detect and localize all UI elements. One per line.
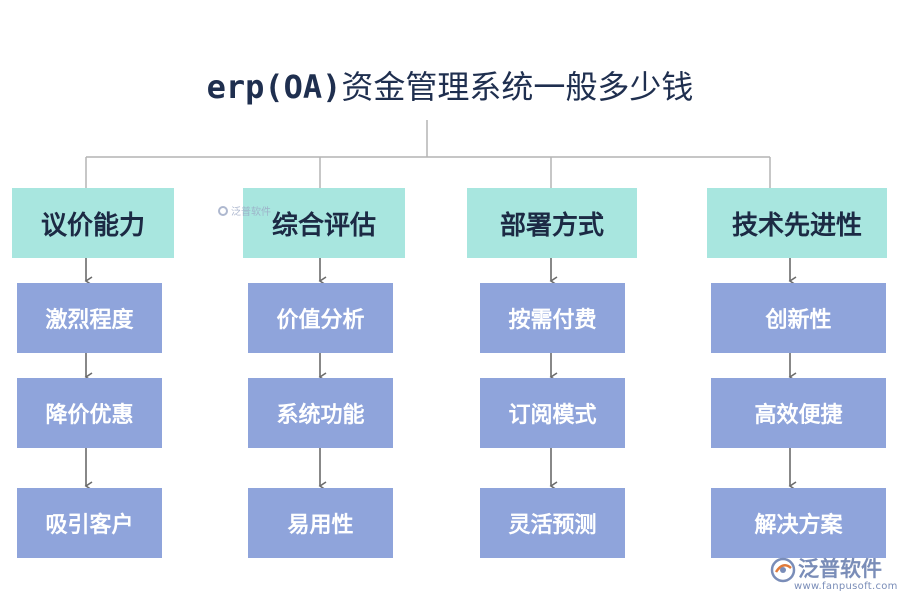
node-c2-item1: 价值分析	[248, 283, 393, 353]
node-c2-item2: 系统功能	[248, 378, 393, 448]
header-tech-advancement: 技术先进性	[707, 188, 887, 258]
title-latin: erp(OA)	[206, 68, 342, 106]
node-c2-item3: 易用性	[248, 488, 393, 558]
node-c4-item1: 创新性	[711, 283, 886, 353]
watermark-small-text: 泛普软件	[231, 207, 271, 218]
fanpu-logo-icon	[770, 557, 796, 583]
node-c1-item3: 吸引客户	[17, 488, 162, 558]
header-evaluation: 综合评估	[243, 188, 405, 258]
watermark-name: 泛普软件	[798, 557, 882, 581]
header-deployment: 部署方式	[467, 188, 637, 258]
watermark-small: 泛普软件	[218, 203, 271, 218]
watermark-url: www.fanpusoft.com	[794, 581, 898, 592]
node-c3-item2: 订阅模式	[480, 378, 625, 448]
node-c3-item3: 灵活预测	[480, 488, 625, 558]
node-c4-item3: 解决方案	[711, 488, 886, 558]
node-c1-item2: 降价优惠	[17, 378, 162, 448]
node-c1-item1: 激烈程度	[17, 283, 162, 353]
watermark-small-icon	[218, 205, 228, 216]
node-c4-item2: 高效便捷	[711, 378, 886, 448]
diagram-title: erp(OA)资金管理系统一般多少钱	[0, 62, 900, 112]
node-c3-item1: 按需付费	[480, 283, 625, 353]
title-cjk: 资金管理系统一般多少钱	[341, 68, 694, 106]
header-bargaining: 议价能力	[12, 188, 174, 258]
watermark-logo: 泛普软件 www.fanpusoft.com	[770, 553, 898, 598]
